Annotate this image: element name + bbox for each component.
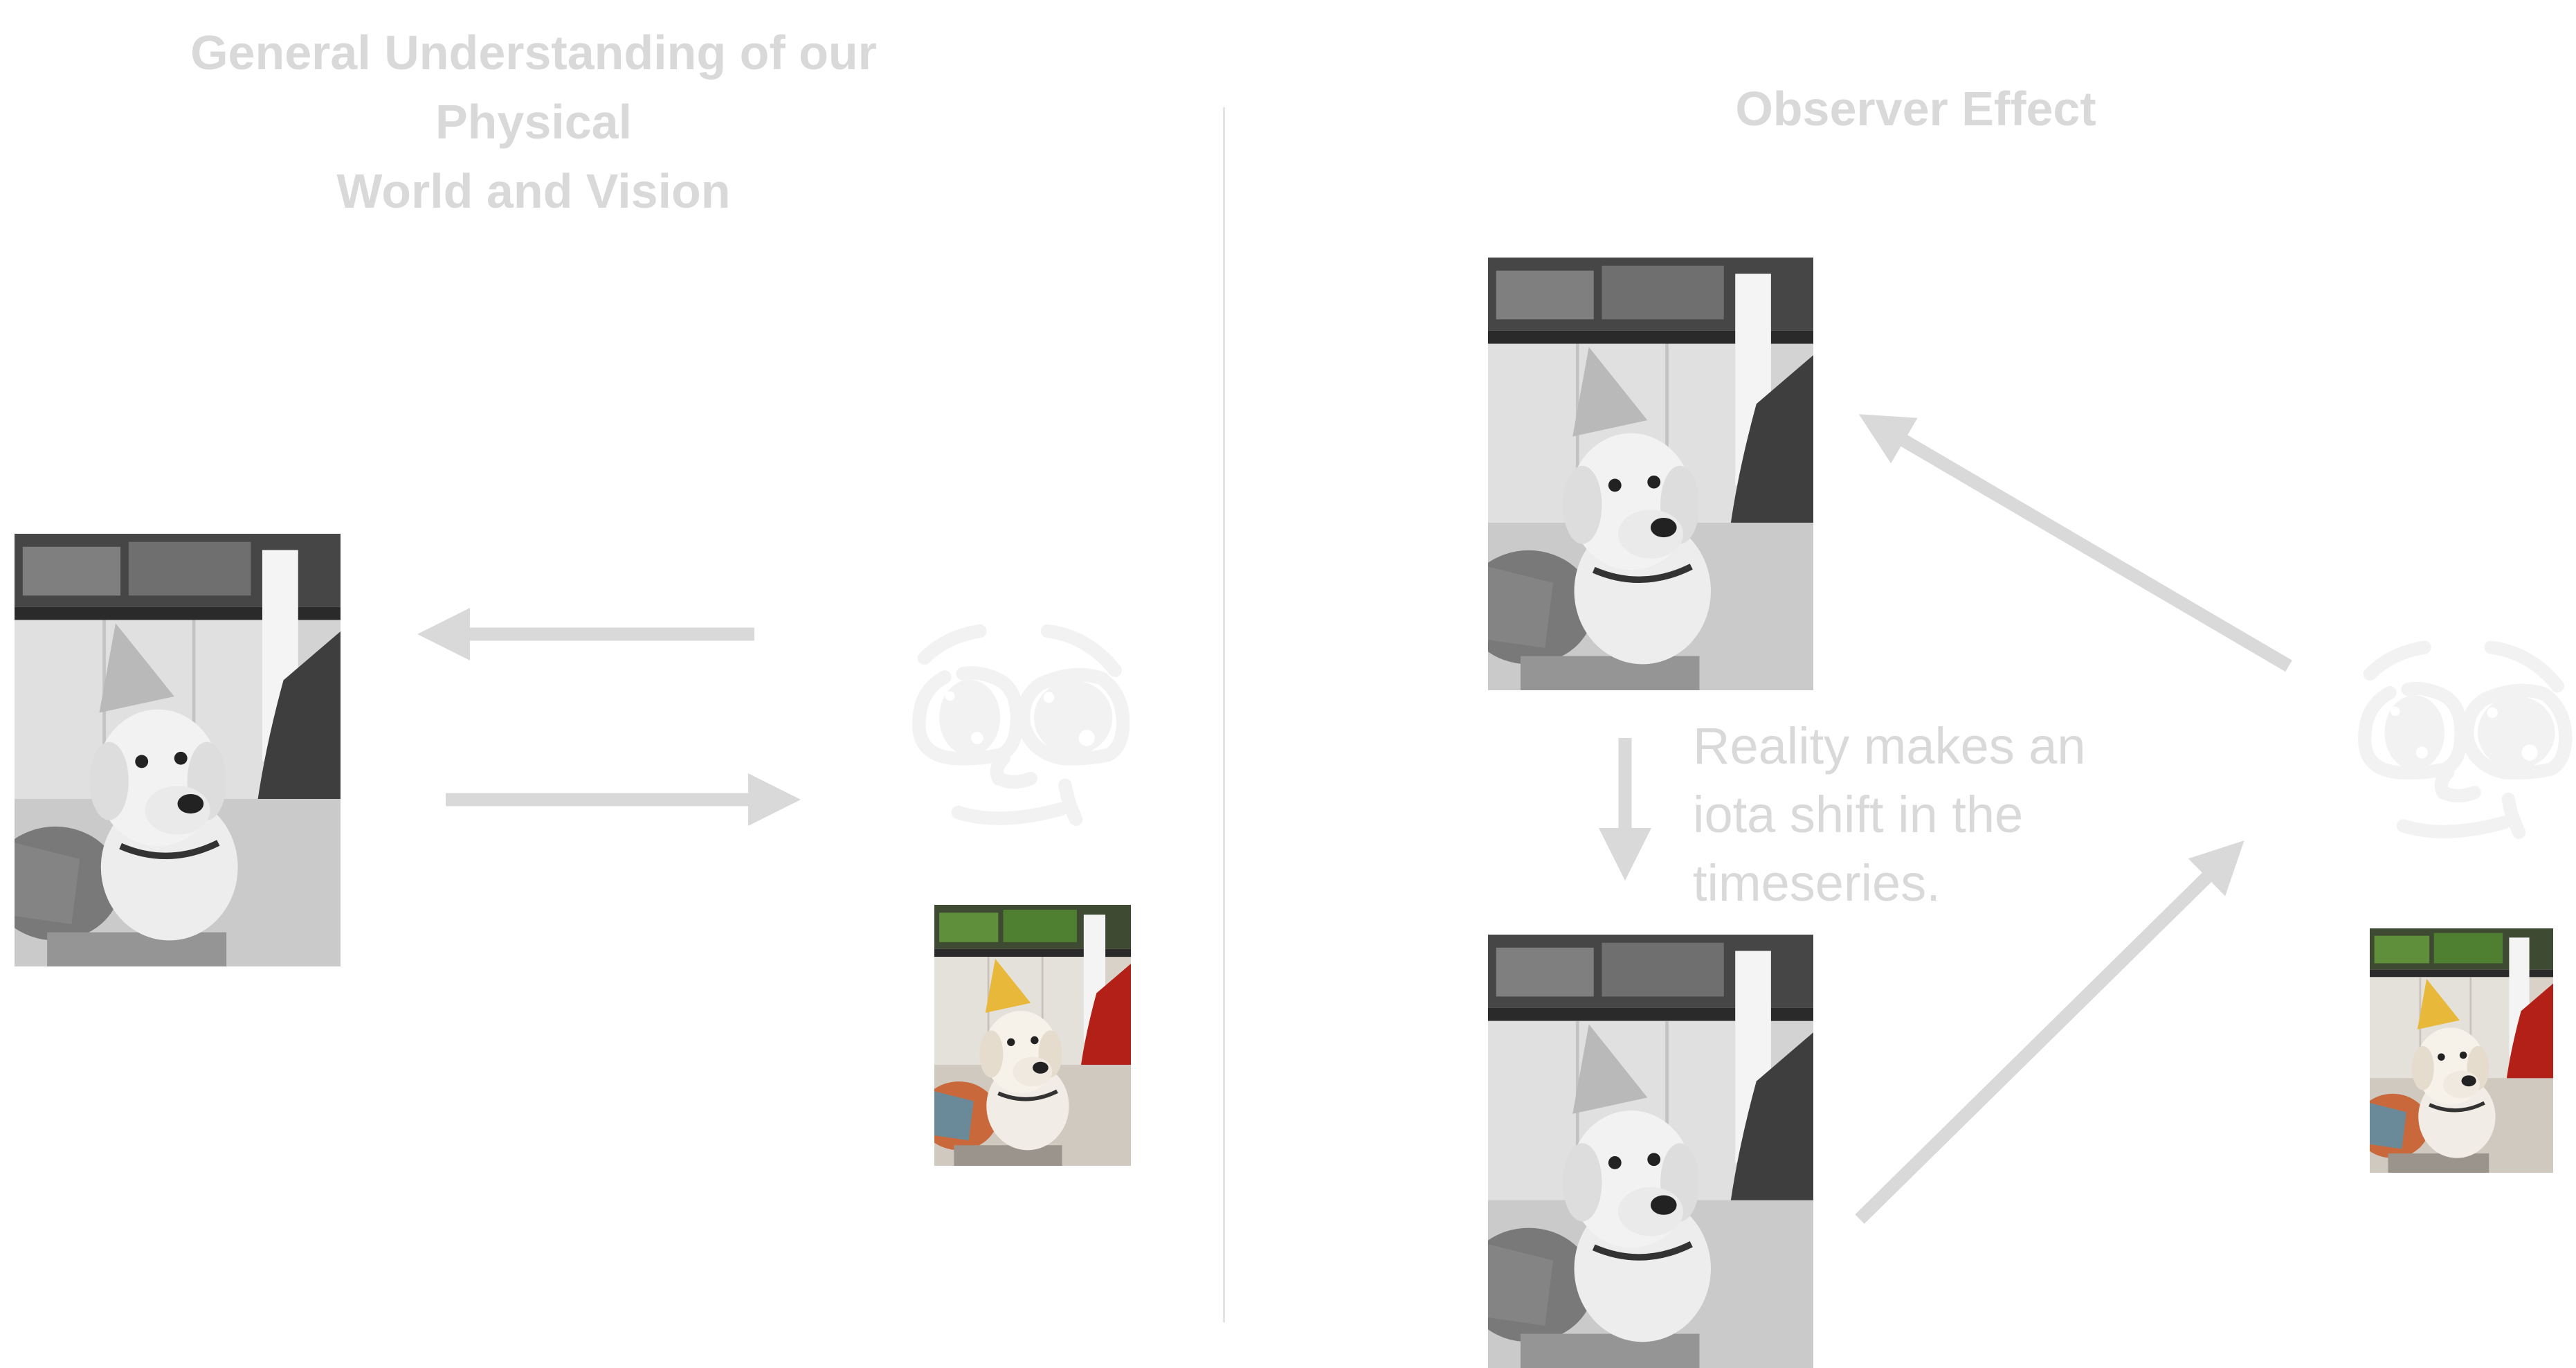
left-title-line1: General Understanding of our Physical [190, 26, 877, 149]
observer-effect-title: Observer Effect [1735, 82, 2096, 136]
observer-caption: Reality makes an iota shift in the times… [1693, 712, 2177, 917]
caption-line2: iota shift in the [1693, 786, 2024, 843]
left-panel-title: General Understanding of our Physical Wo… [118, 18, 949, 226]
arrow-up-right [1855, 840, 2244, 1224]
caption-line1: Reality makes an [1693, 717, 2086, 775]
divider-line [1223, 107, 1225, 1322]
left-title-line2: World and Vision [336, 164, 731, 218]
arrow-up-left [1858, 414, 2292, 672]
caption-line3: timeseries. [1693, 854, 1941, 912]
